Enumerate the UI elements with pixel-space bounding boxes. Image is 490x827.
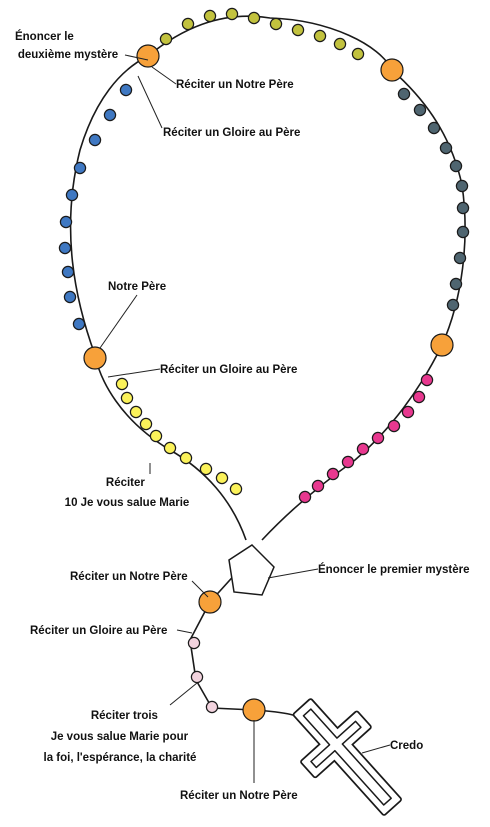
intro-pink-bead-2 [191, 671, 202, 682]
decade-olive-bead-5 [248, 12, 259, 23]
decade-yellow-bead-5 [164, 442, 175, 453]
our-father-bead-1 [137, 45, 159, 67]
decade-magenta-bead-6 [357, 443, 368, 454]
decade-yellow-bead-6 [150, 430, 161, 441]
decade-yellow-bead-2 [216, 472, 227, 483]
decade-slate-bead-8 [457, 226, 468, 237]
decade-magenta-bead-2 [413, 391, 424, 402]
decade-slate-bead-9 [454, 252, 465, 263]
leader-announce-first [268, 569, 318, 578]
label-credo: Credo [390, 740, 423, 752]
decade-yellow-bead-10 [116, 378, 127, 389]
decade-blue-bead-3 [62, 266, 73, 277]
label-announce-first-mystery: Énoncer le premier mystère [318, 563, 470, 576]
decade-slate-bead-11 [447, 299, 458, 310]
intro-pink-bead-1 [188, 637, 199, 648]
label-glory-be-stem: Réciter un Gloire au Père [30, 625, 167, 637]
our-father-bead-2 [84, 347, 106, 369]
decade-slate-bead-10 [450, 278, 461, 289]
decade-blue-bead-7 [74, 162, 85, 173]
decade-yellow-bead-8 [130, 406, 141, 417]
decade-magenta-bead-5 [372, 432, 383, 443]
decade-blue-bead-10 [120, 84, 131, 95]
decade-blue-bead-1 [73, 318, 84, 329]
decade-slate-bead-7 [457, 202, 468, 213]
decade-magenta-bead-1 [421, 374, 432, 385]
decade-olive-bead-9 [334, 38, 345, 49]
decade-olive-bead-10 [352, 48, 363, 59]
decade-olive-bead-6 [270, 18, 281, 29]
decade-olive-bead-2 [182, 18, 193, 29]
label-glory-be-top: Réciter un Gloire au Père [163, 127, 300, 139]
label-our-father-stem: Réciter un Notre Père [70, 571, 188, 583]
our-father-bead-3 [381, 59, 403, 81]
decade-slate-bead-2 [414, 104, 425, 115]
decade-magenta-bead-9 [312, 480, 323, 491]
decade-yellow-bead-9 [121, 392, 132, 403]
decade-magenta-bead-8 [327, 468, 338, 479]
label-glory-be-mid: Réciter un Gloire au Père [160, 364, 297, 376]
decade-blue-bead-8 [89, 134, 100, 145]
decade-blue-bead-5 [60, 216, 71, 227]
decade-olive-bead-1 [160, 33, 171, 44]
leader-our-father-stem [192, 581, 208, 597]
decade-yellow-bead-1 [230, 483, 241, 494]
decade-yellow-bead-7 [140, 418, 151, 429]
decade-blue-bead-9 [104, 109, 115, 120]
intro-pink-bead-3 [206, 701, 217, 712]
label-ten-hail-marys: Réciter 10 Je vous salue Marie [65, 477, 190, 509]
crucifix-icon [276, 684, 418, 827]
decade-magenta-bead-7 [342, 456, 353, 467]
decade-slate-bead-5 [450, 160, 461, 171]
decade-olive-bead-7 [292, 24, 303, 35]
decade-blue-bead-2 [64, 291, 75, 302]
our-father-bead-4 [431, 334, 453, 356]
decade-yellow-bead-4 [180, 452, 191, 463]
decade-slate-bead-4 [440, 142, 451, 153]
leader-our-father-top [152, 67, 176, 84]
label-notre-pere: Notre Père [108, 281, 166, 293]
leader-three-hail-marys [170, 683, 197, 705]
decade-blue-bead-4 [59, 242, 70, 253]
our-father-bead-6 [243, 699, 265, 721]
label-our-father-top: Réciter un Notre Père [176, 79, 294, 91]
leader-glory-top [138, 76, 162, 128]
leader-credo [362, 745, 390, 753]
decade-magenta-bead-3 [402, 406, 413, 417]
decade-olive-bead-4 [226, 8, 237, 19]
decade-olive-bead-3 [204, 10, 215, 21]
label-three-hail-marys: Réciter trois Je vous salue Marie pour l… [44, 710, 197, 764]
decade-slate-bead-6 [456, 180, 467, 191]
our-father-bead-5 [199, 591, 221, 613]
label-announce-second-mystery: Énoncer le deuxième mystère [15, 30, 118, 61]
decade-yellow-bead-3 [200, 463, 211, 474]
decade-slate-bead-3 [428, 122, 439, 133]
decade-slate-bead-1 [398, 88, 409, 99]
centerpiece-medal [229, 545, 274, 595]
decade-olive-bead-8 [314, 30, 325, 41]
leader-glory-mid [108, 369, 160, 377]
leader-glory-stem [177, 630, 192, 633]
label-our-father-bottom: Réciter un Notre Père [180, 790, 298, 802]
leader-notre-pere [100, 295, 137, 348]
decade-magenta-bead-10 [299, 491, 310, 502]
decade-blue-bead-6 [66, 189, 77, 200]
decade-magenta-bead-4 [388, 420, 399, 431]
